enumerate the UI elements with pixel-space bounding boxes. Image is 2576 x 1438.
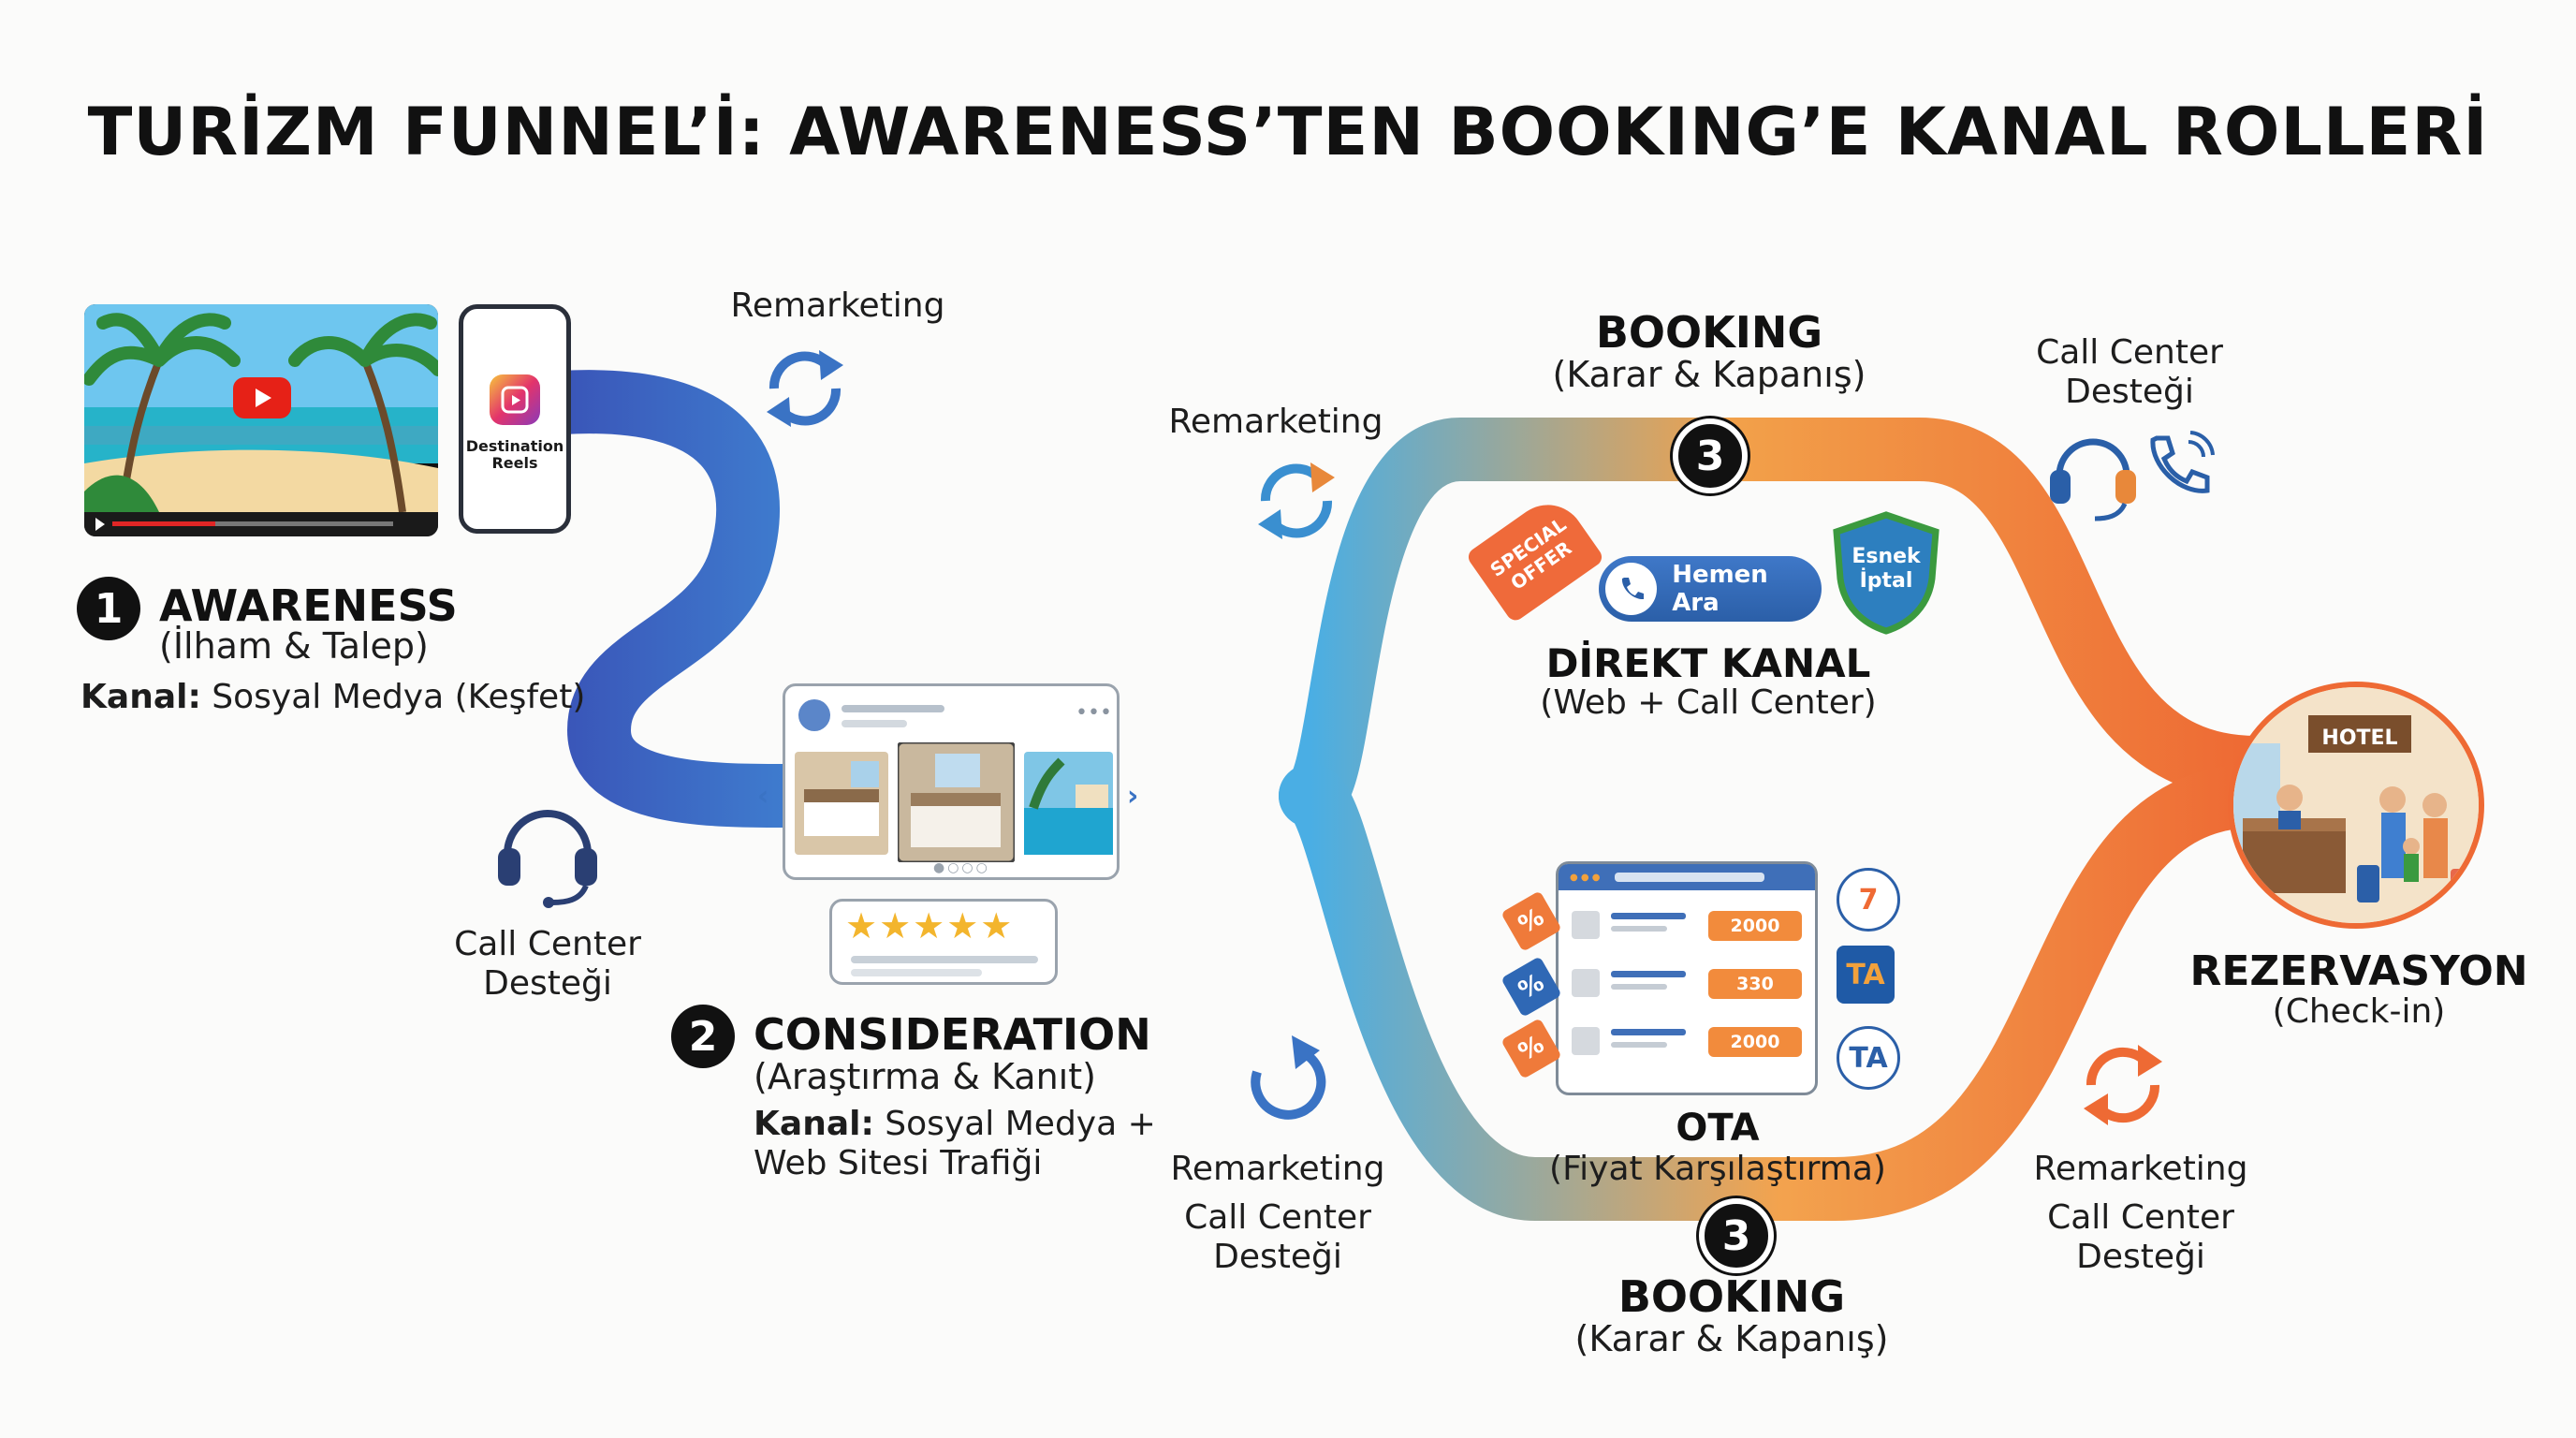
phone-icon xyxy=(1605,563,1658,615)
ota-logo-3[interactable]: TA xyxy=(1837,1026,1900,1090)
booking-bottom-heading: BOOKING xyxy=(1617,1271,1846,1322)
phone-reels[interactable]: Destination Reels xyxy=(459,304,571,534)
hotel-gallery-card[interactable]: ••• ‹ › ●○○○ xyxy=(757,683,1138,880)
refresh-icon xyxy=(767,350,843,427)
direkt-subtitle: (Web + Call Center) xyxy=(1540,683,1877,722)
call-center-label-left: Call Center Desteği xyxy=(454,925,641,1003)
hotel-scene xyxy=(2233,687,2479,923)
star-icons: ★★★★★ xyxy=(845,905,1015,946)
awareness-kanal: Kanal: Sosyal Medya (Keşfet) xyxy=(80,678,586,716)
rezervasyon-subtitle: (Check-in) xyxy=(2272,992,2446,1031)
phone-icon xyxy=(2150,431,2215,493)
headset-icon xyxy=(2050,438,2136,521)
price-badge: 2000 xyxy=(1708,911,1802,941)
bedroom-photo xyxy=(795,752,888,855)
shield-label: Esnek İptal xyxy=(1852,545,1921,593)
more-icon[interactable]: ••• xyxy=(1076,701,1112,725)
pool-photo xyxy=(1024,752,1113,855)
consideration-heading: CONSIDERATION xyxy=(754,1009,1151,1060)
rating-card: ★★★★★ xyxy=(829,899,1058,985)
gallery-next-icon[interactable]: › xyxy=(1127,780,1139,813)
ota-comparison-window[interactable]: ● ● ● 2000 330 2000 xyxy=(1556,861,1818,1095)
list-item[interactable]: 2000 xyxy=(1572,1023,1806,1061)
list-item[interactable]: 2000 xyxy=(1572,907,1806,945)
refresh-icon xyxy=(2084,1045,2162,1125)
remarketing-callcenter-label-mid: Remarketing Call Center Desteği xyxy=(1170,1150,1385,1276)
booking-bottom-subtitle: (Karar & Kapanış) xyxy=(1574,1318,1889,1359)
rezervasyon-heading: REZERVASYON xyxy=(2189,947,2528,995)
headset-icon xyxy=(498,810,597,908)
price-badge: 330 xyxy=(1708,969,1802,999)
hemen-ara-button[interactable]: Hemen Ara xyxy=(1599,556,1822,622)
youtube-play-icon[interactable] xyxy=(233,377,291,418)
remarketing-label-2: Remarketing xyxy=(1168,403,1383,441)
call-center-label-top-right: Call Center Desteği xyxy=(2036,333,2223,411)
awareness-heading: AWARENESS xyxy=(159,580,458,631)
list-item[interactable]: 330 xyxy=(1572,965,1806,1003)
ribbon-top-branch xyxy=(1279,418,2288,828)
shield-icon xyxy=(1833,511,1939,635)
beach-image xyxy=(84,304,438,536)
refresh-icon xyxy=(1258,462,1335,539)
step-number-1: 1 xyxy=(77,577,140,640)
booking-top-heading: BOOKING xyxy=(1595,307,1823,358)
step-number-3-bottom: 3 xyxy=(1699,1198,1774,1273)
price-badge: 2000 xyxy=(1708,1027,1802,1057)
consideration-kanal: Kanal: Sosyal Medya + Web Sitesi Trafiği xyxy=(754,1105,1156,1182)
reels-icon xyxy=(490,374,540,425)
hotel-sign: HOTEL xyxy=(2321,726,2398,750)
avatar xyxy=(798,699,830,731)
refresh-icon xyxy=(1251,1035,1326,1120)
ribbon-awareness xyxy=(530,370,837,828)
ribbon-bottom-branch xyxy=(1279,764,2288,1221)
step-number-2: 2 xyxy=(671,1005,735,1068)
step-number-3-top: 3 xyxy=(1673,418,1748,493)
booking-top-subtitle: (Karar & Kapanış) xyxy=(1552,354,1866,395)
ota-subtitle: (Fiyat Karşılaştırma) xyxy=(1549,1150,1886,1188)
ota-logo-2[interactable]: TA xyxy=(1837,946,1895,1004)
page-title: TURİZM FUNNEL’İ: AWARENESS’TEN BOOKING’E… xyxy=(87,94,2489,170)
direkt-heading: DİREKT KANAL xyxy=(1545,640,1871,686)
video-thumbnail[interactable] xyxy=(84,304,438,536)
gallery-prev-icon[interactable]: ‹ xyxy=(757,780,769,813)
room-photo[interactable] xyxy=(898,742,1015,862)
remarketing-label-1: Remarketing xyxy=(730,286,945,325)
ota-heading: OTA xyxy=(1676,1107,1760,1150)
hotel-checkin-image: HOTEL xyxy=(2228,682,2484,929)
reels-label: Destination Reels xyxy=(465,437,564,472)
consideration-subtitle: (Araştırma & Kanıt) xyxy=(754,1056,1096,1097)
awareness-subtitle: (İlham & Talep) xyxy=(159,625,429,667)
remarketing-callcenter-label-right: Remarketing Call Center Desteği xyxy=(2033,1150,2248,1276)
ota-logo-1[interactable]: 7 xyxy=(1837,868,1900,932)
gallery-dots: ●○○○ xyxy=(933,860,990,875)
